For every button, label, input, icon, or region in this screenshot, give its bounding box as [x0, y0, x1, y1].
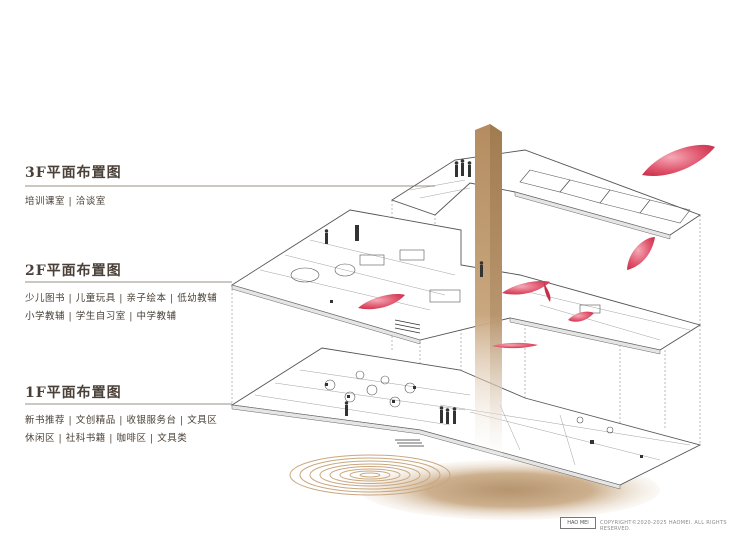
people-silhouettes: [324, 159, 484, 424]
floor-1f-room-line: 新书推荐 | 文创精品 | 收银服务台 | 文具区: [25, 415, 218, 426]
floor-1f-plan: [230, 347, 702, 490]
floor-2f-room-line: 少儿图书 | 儿童玩具 | 亲子绘本 | 低幼教辅: [25, 293, 218, 304]
petal: [358, 294, 405, 310]
core-column: [475, 124, 502, 470]
floor-1f-room-line: 休闲区 | 社科书籍 | 咖啡区 | 文具类: [25, 433, 188, 444]
copyright-text: COPYRIGHT©2020-2025 HAOMEI. ALL RIGHTS R…: [600, 520, 727, 532]
floor-1f-title: 1F平面布置图: [25, 385, 122, 401]
floor-2f-title: 2F平面布置图: [25, 263, 122, 279]
floor-3f-title: 3F平面布置图: [25, 165, 122, 181]
petal: [492, 342, 538, 349]
petal: [568, 311, 594, 322]
floor-2f-plan: [230, 209, 702, 355]
petal: [502, 281, 550, 295]
floor-3f-room-line: 培训课室 | 洽谈室: [25, 196, 106, 207]
petal: [544, 283, 551, 302]
floor-2f-rooms: 少儿图书 | 儿童玩具 | 亲子绘本 | 低幼教辅 小学教辅 | 学生自习室 |…: [25, 290, 217, 326]
floor-3f-rooms: 培训课室 | 洽谈室: [25, 193, 106, 211]
petal: [627, 237, 655, 270]
petals: [358, 144, 715, 349]
brand-logo: HAO MEI: [560, 517, 596, 529]
leader-lines: [25, 185, 435, 405]
petal: [642, 144, 715, 176]
floor-2f-room-line: 小学教辅 | 学生自习室 | 中学教辅: [25, 311, 177, 322]
floor-1f-rooms: 新书推荐 | 文创精品 | 收银服务台 | 文具区 休闲区 | 社科书籍 | 咖…: [25, 412, 217, 448]
